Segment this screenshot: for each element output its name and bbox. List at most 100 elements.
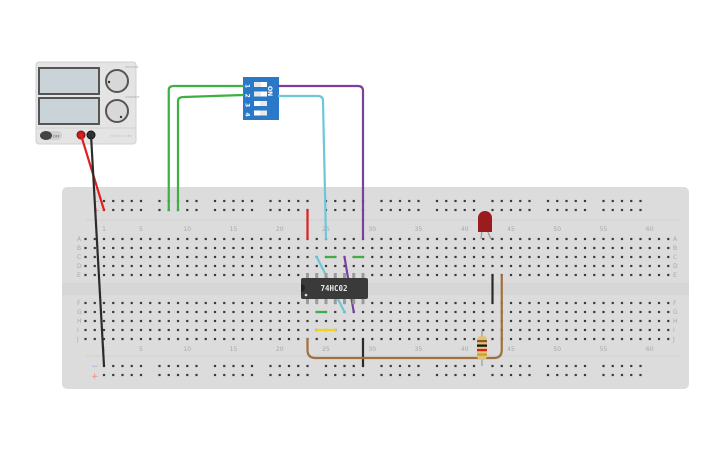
hole[interactable] bbox=[639, 301, 642, 305]
rail-hole[interactable] bbox=[278, 208, 281, 212]
hole[interactable] bbox=[269, 237, 272, 241]
hole[interactable] bbox=[445, 328, 448, 332]
hole[interactable] bbox=[232, 301, 235, 305]
hole[interactable] bbox=[241, 255, 244, 259]
hole[interactable] bbox=[472, 273, 476, 277]
rail-hole[interactable] bbox=[343, 364, 346, 368]
hole[interactable] bbox=[84, 246, 87, 250]
hole[interactable] bbox=[426, 237, 429, 241]
rail-hole[interactable] bbox=[546, 208, 550, 212]
hole[interactable] bbox=[482, 237, 485, 241]
rail-hole[interactable] bbox=[130, 199, 133, 203]
hole[interactable] bbox=[417, 319, 420, 323]
hole[interactable] bbox=[445, 264, 448, 268]
hole[interactable] bbox=[472, 319, 476, 323]
hole[interactable] bbox=[639, 273, 642, 277]
hole[interactable] bbox=[417, 328, 420, 332]
hole[interactable] bbox=[361, 246, 365, 250]
hole[interactable] bbox=[546, 264, 550, 268]
rail-hole[interactable] bbox=[380, 373, 383, 377]
rail-hole[interactable] bbox=[565, 373, 568, 377]
hole[interactable] bbox=[232, 337, 235, 341]
hole[interactable] bbox=[167, 264, 170, 268]
rail-hole[interactable] bbox=[343, 208, 346, 212]
hole[interactable] bbox=[315, 264, 318, 268]
hole[interactable] bbox=[380, 337, 383, 341]
hole[interactable] bbox=[463, 246, 466, 250]
hole[interactable] bbox=[528, 301, 531, 305]
rail-hole[interactable] bbox=[186, 364, 189, 368]
hole[interactable] bbox=[352, 328, 355, 332]
rail-hole[interactable] bbox=[602, 208, 605, 212]
hole[interactable] bbox=[435, 301, 439, 305]
dip-switch-toggle-4[interactable] bbox=[254, 110, 267, 116]
rail-hole[interactable] bbox=[223, 208, 226, 212]
hole[interactable] bbox=[426, 328, 429, 332]
hole[interactable] bbox=[528, 319, 531, 323]
hole[interactable] bbox=[167, 328, 170, 332]
rail-hole[interactable] bbox=[139, 364, 143, 368]
hole[interactable] bbox=[149, 337, 152, 341]
hole[interactable] bbox=[528, 264, 531, 268]
rail-hole[interactable] bbox=[417, 199, 420, 203]
hole[interactable] bbox=[445, 273, 448, 277]
hole[interactable] bbox=[583, 310, 587, 314]
hole[interactable] bbox=[260, 310, 263, 314]
rail-hole[interactable] bbox=[565, 208, 568, 212]
hole[interactable] bbox=[297, 273, 300, 277]
hole[interactable] bbox=[509, 237, 513, 241]
hole[interactable] bbox=[472, 337, 476, 341]
hole[interactable] bbox=[528, 337, 531, 341]
hole[interactable] bbox=[583, 319, 587, 323]
hole[interactable] bbox=[93, 237, 96, 241]
hole[interactable] bbox=[380, 273, 383, 277]
rail-hole[interactable] bbox=[352, 373, 355, 377]
hole[interactable] bbox=[602, 246, 605, 250]
hole[interactable] bbox=[435, 237, 439, 241]
rail-hole[interactable] bbox=[121, 364, 124, 368]
rail-hole[interactable] bbox=[463, 364, 466, 368]
hole[interactable] bbox=[583, 328, 587, 332]
rail-hole[interactable] bbox=[278, 199, 281, 203]
hole[interactable] bbox=[102, 328, 106, 332]
hole[interactable] bbox=[241, 264, 244, 268]
rail-hole[interactable] bbox=[297, 199, 300, 203]
rail-hole[interactable] bbox=[408, 208, 411, 212]
rail-hole[interactable] bbox=[176, 373, 180, 377]
rail-hole[interactable] bbox=[509, 364, 513, 368]
rail-hole[interactable] bbox=[546, 373, 550, 377]
hole[interactable] bbox=[195, 310, 198, 314]
hole[interactable] bbox=[500, 264, 503, 268]
rail-hole[interactable] bbox=[195, 199, 198, 203]
hole[interactable] bbox=[565, 337, 568, 341]
hole[interactable] bbox=[426, 319, 429, 323]
hole[interactable] bbox=[389, 246, 392, 250]
rail-hole[interactable] bbox=[389, 208, 392, 212]
hole[interactable] bbox=[250, 337, 254, 341]
hole[interactable] bbox=[315, 237, 318, 241]
hole[interactable] bbox=[186, 328, 189, 332]
hole[interactable] bbox=[250, 237, 254, 241]
hole[interactable] bbox=[463, 237, 466, 241]
hole[interactable] bbox=[565, 273, 568, 277]
hole[interactable] bbox=[593, 255, 596, 259]
rail-hole[interactable] bbox=[287, 364, 291, 368]
hole[interactable] bbox=[250, 264, 254, 268]
hole[interactable] bbox=[250, 301, 254, 305]
rail-hole[interactable] bbox=[500, 373, 503, 377]
hole[interactable] bbox=[380, 255, 383, 259]
rail-hole[interactable] bbox=[472, 208, 476, 212]
hole[interactable] bbox=[361, 328, 365, 332]
hole[interactable] bbox=[620, 246, 624, 250]
hole[interactable] bbox=[565, 328, 568, 332]
hole[interactable] bbox=[408, 301, 411, 305]
rail-hole[interactable] bbox=[500, 199, 503, 203]
rail-hole[interactable] bbox=[417, 208, 420, 212]
hole[interactable] bbox=[361, 264, 365, 268]
voltage-knob[interactable] bbox=[105, 69, 129, 93]
hole[interactable] bbox=[519, 273, 522, 277]
hole[interactable] bbox=[213, 273, 217, 277]
rail-hole[interactable] bbox=[519, 199, 522, 203]
hole[interactable] bbox=[306, 310, 309, 314]
resistor[interactable] bbox=[477, 330, 487, 366]
